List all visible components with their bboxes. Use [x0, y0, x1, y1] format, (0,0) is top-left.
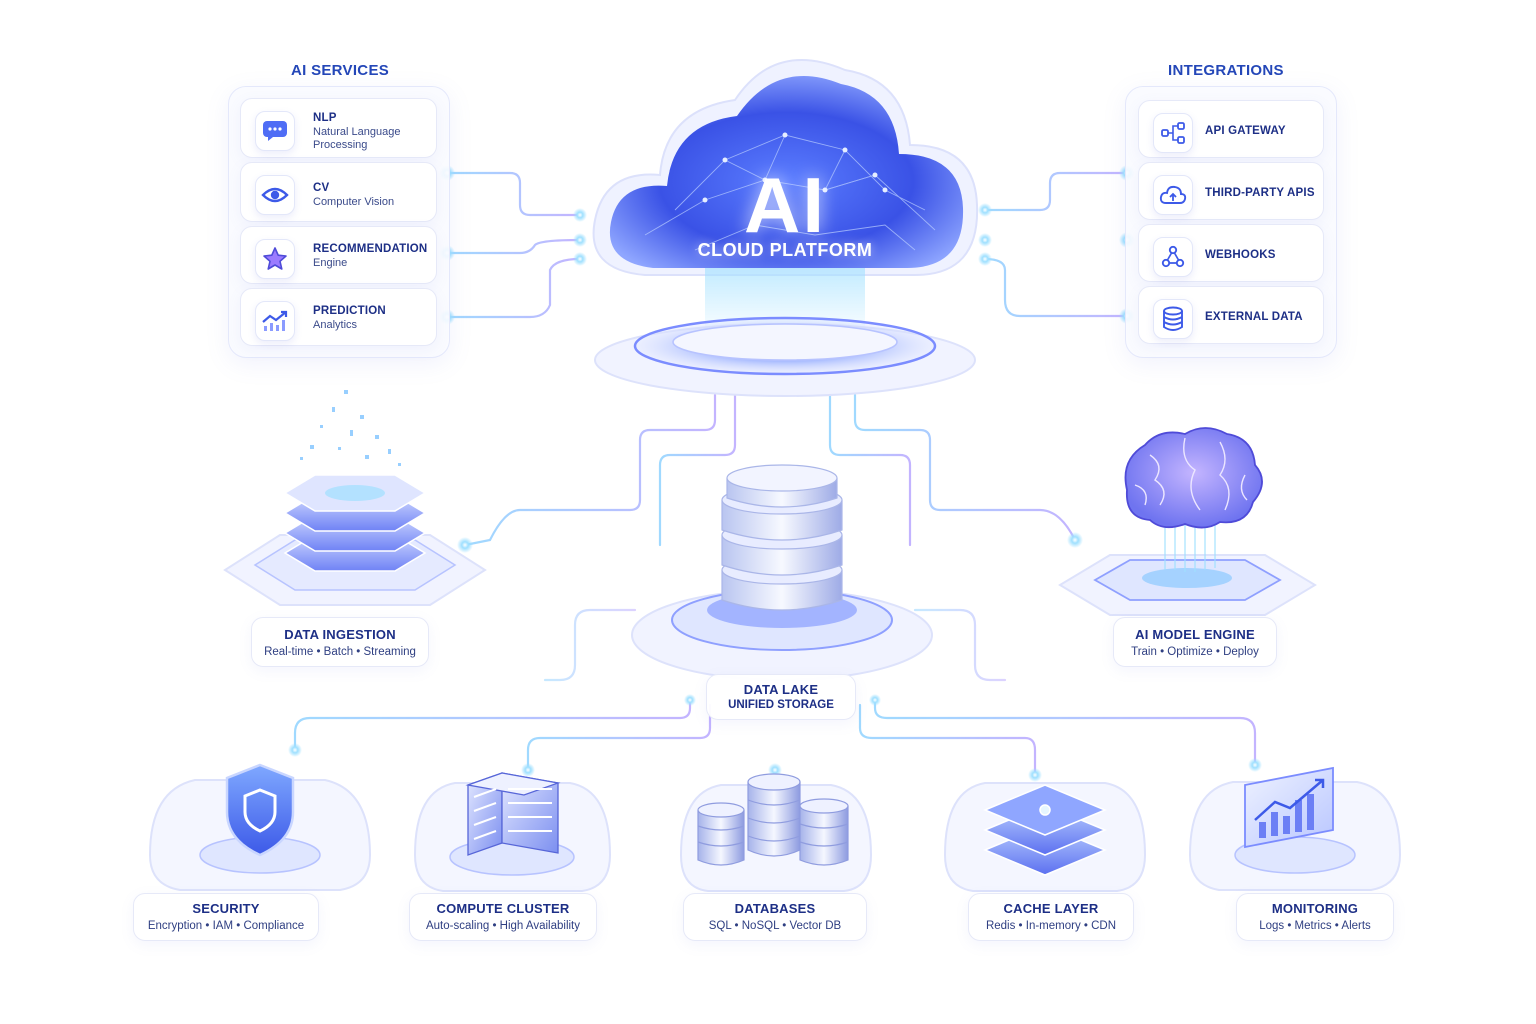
ai-services-title: AI SERVICES	[291, 62, 390, 79]
webhook-icon	[1153, 237, 1193, 277]
databases-label: DATABASES SQL • NoSQL • Vector DB	[683, 893, 867, 941]
integration-card-third-party[interactable]: THIRD-PARTY APIS	[1138, 162, 1324, 220]
integration-title: EXTERNAL DATA	[1205, 311, 1303, 323]
ai-cloud-platform: AI CLOUD PLATFORM	[585, 40, 985, 397]
compute-cluster-label: COMPUTE CLUSTER Auto-scaling • High Avai…	[409, 893, 597, 941]
trend-chart-icon	[255, 301, 295, 341]
database-cylinders-icon	[697, 773, 849, 866]
wire-platform-ingestion	[463, 393, 717, 547]
monitor-chart-icon	[1244, 766, 1334, 849]
ai-brain-icon	[1058, 427, 1317, 616]
wire-platform-model	[853, 393, 1077, 542]
star-icon	[255, 239, 295, 279]
ai-model-engine-sub: Train • Optimize • Deploy	[1131, 646, 1259, 658]
security-node	[148, 763, 372, 891]
integration-title: WEBHOOKS	[1205, 249, 1276, 261]
server-rack-icon	[465, 772, 561, 856]
security-sub: Encryption • IAM • Compliance	[147, 920, 305, 932]
cache-layer-sub: Redis • In-memory • CDN	[985, 920, 1117, 932]
data-lake-icon	[631, 464, 933, 681]
wire-lake-cache	[858, 703, 1037, 777]
wire-lake-monitoring	[873, 698, 1257, 767]
cache-layer-label: CACHE LAYER Redis • In-memory • CDN	[968, 893, 1134, 941]
ai-model-engine-label: AI MODEL ENGINE Train • Optimize • Deplo…	[1113, 617, 1277, 667]
database-icon	[1153, 299, 1193, 339]
cache-layer-node	[943, 782, 1147, 892]
layers-icon	[983, 784, 1107, 876]
cloud-upload-icon	[1153, 175, 1193, 215]
monitoring-label: MONITORING Logs • Metrics • Alerts	[1236, 893, 1394, 941]
wire-lake-security	[293, 698, 692, 752]
cache-layer-title: CACHE LAYER	[1003, 901, 1099, 916]
service-card-prediction[interactable]: PREDICTION Analytics	[240, 288, 437, 346]
service-title: CV	[313, 182, 330, 194]
data-lake-sub: UNIFIED STORAGE	[728, 699, 834, 711]
integration-title: API GATEWAY	[1205, 125, 1286, 137]
monitoring-sub: Logs • Metrics • Alerts	[1259, 920, 1371, 932]
service-subtitle: Analytics	[313, 319, 358, 331]
service-card-cv[interactable]: CV Computer Vision	[240, 162, 437, 222]
data-lake-title: DATA LAKE	[743, 682, 819, 697]
wire-external-data	[983, 257, 1129, 318]
wire-cv	[445, 171, 582, 217]
ai-model-engine-title: AI MODEL ENGINE	[1135, 627, 1255, 642]
cloud-icon	[592, 59, 979, 397]
service-title: RECOMMENDATION	[313, 243, 428, 255]
monitoring-title: MONITORING	[1271, 901, 1359, 916]
service-title: PREDICTION	[313, 305, 386, 317]
data-ingestion-title: DATA INGESTION	[284, 627, 396, 642]
wire-third-party	[983, 171, 1129, 212]
integration-card-api-gateway[interactable]: API GATEWAY	[1138, 100, 1324, 158]
service-subtitle: Natural Language	[313, 126, 401, 138]
service-title: NLP	[313, 112, 337, 124]
data-ingestion-label: DATA INGESTION Real-time • Batch • Strea…	[251, 617, 429, 667]
eye-icon	[255, 175, 295, 215]
compute-cluster-sub: Auto-scaling • High Availability	[425, 920, 581, 932]
integrations-title: INTEGRATIONS	[1168, 62, 1284, 79]
wire-lake-compute	[526, 703, 712, 772]
compute-cluster-title: COMPUTE CLUSTER	[436, 901, 570, 916]
integration-title: THIRD-PARTY APIS	[1205, 187, 1315, 199]
chat-icon	[255, 111, 295, 151]
databases-sub: SQL • NoSQL • Vector DB	[708, 920, 842, 932]
security-title: SECURITY	[192, 901, 260, 916]
platform-subtitle: CLOUD PLATFORM	[697, 240, 873, 260]
integration-card-external-data[interactable]: EXTERNAL DATA	[1138, 286, 1324, 344]
service-subtitle: Processing	[313, 139, 368, 151]
monitoring-node	[1188, 766, 1402, 891]
api-nodes-icon	[1153, 113, 1193, 153]
service-subtitle: Engine	[313, 257, 348, 269]
integration-card-webhooks[interactable]: WEBHOOKS	[1138, 224, 1324, 282]
service-card-recommendation[interactable]: RECOMMENDATION Engine	[240, 226, 437, 284]
data-lake-label: DATA LAKE UNIFIED STORAGE	[706, 674, 856, 720]
service-subtitle: Computer Vision	[313, 196, 395, 208]
service-card-nlp[interactable]: NLP Natural Language Processing	[240, 98, 437, 158]
databases-node	[679, 773, 873, 892]
databases-title: DATABASES	[734, 901, 816, 916]
ai-title: AI	[744, 161, 826, 249]
wire-recommendation	[445, 238, 582, 255]
data-ingestion-icon	[223, 390, 487, 606]
compute-cluster-node	[413, 772, 612, 892]
wire-prediction	[445, 257, 582, 319]
shield-icon	[225, 763, 295, 857]
data-ingestion-sub: Real-time • Batch • Streaming	[264, 646, 416, 658]
security-label: SECURITY Encryption • IAM • Compliance	[133, 893, 319, 941]
